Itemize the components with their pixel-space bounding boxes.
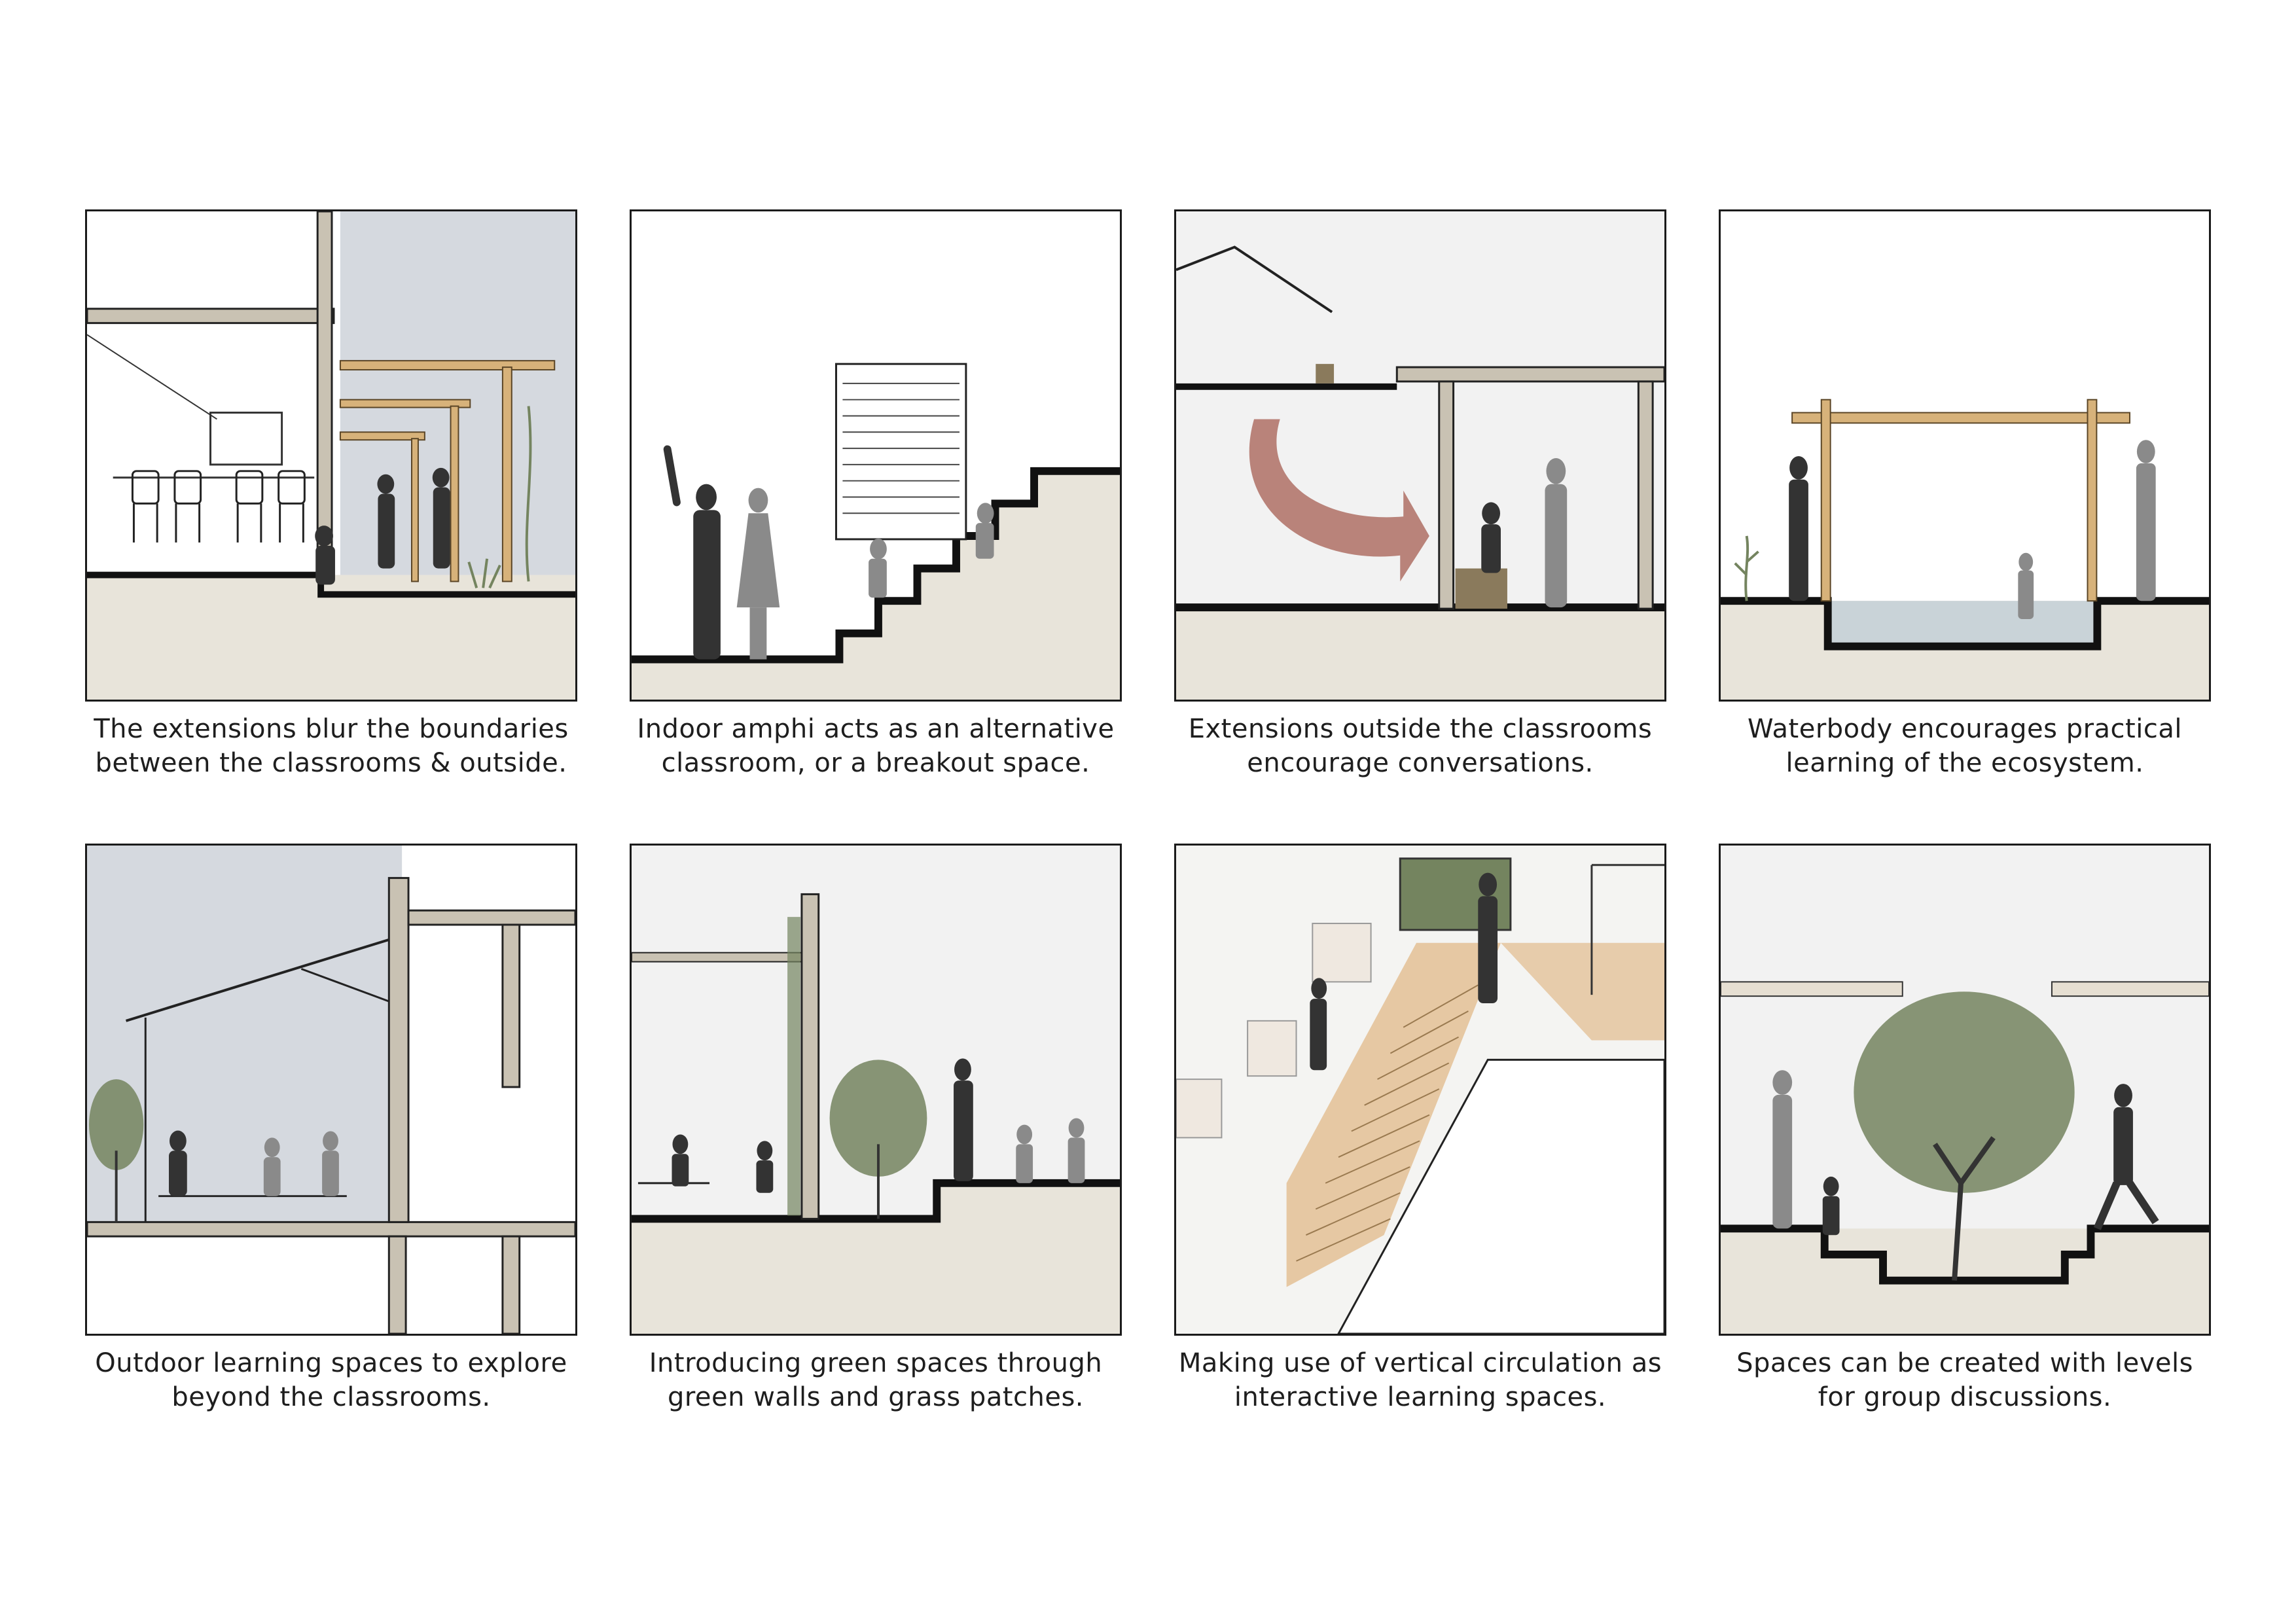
caption-extensions-outside: Extensions outside the classrooms encour… bbox=[1174, 712, 1666, 780]
caption-line-2: green walls and grass patches. bbox=[630, 1380, 1122, 1414]
caption-line-2: for group discussions. bbox=[1719, 1380, 2211, 1414]
slab bbox=[632, 953, 804, 962]
column-b bbox=[503, 925, 520, 1087]
person-right bbox=[2136, 440, 2156, 601]
floor-slab bbox=[87, 1222, 575, 1236]
caption-line-1: The extensions blur the boundaries bbox=[85, 712, 577, 746]
water-pool bbox=[1828, 601, 2098, 646]
caption-vertical-circulation: Making use of vertical circulation as in… bbox=[1174, 1346, 1666, 1414]
window bbox=[210, 413, 281, 465]
caption-line-1: Making use of vertical circulation as bbox=[1174, 1346, 1666, 1380]
slab-right bbox=[2052, 982, 2209, 996]
poster-1 bbox=[1312, 923, 1371, 982]
roof-slab bbox=[87, 309, 334, 323]
sketch-extensions-blur bbox=[87, 211, 575, 700]
caption-extensions-blur: The extensions blur the boundaries betwe… bbox=[85, 712, 577, 780]
ground bbox=[1176, 607, 1664, 700]
panel-group-discussions bbox=[1719, 844, 2211, 1336]
sketch-waterbody bbox=[1721, 211, 2209, 700]
upper-slab bbox=[408, 910, 575, 925]
screen-board bbox=[836, 364, 965, 539]
caption-line-2: beyond the classrooms. bbox=[85, 1380, 577, 1414]
column bbox=[317, 211, 332, 575]
caption-line-2: interactive learning spaces. bbox=[1174, 1380, 1666, 1414]
panel-extensions-outside bbox=[1174, 209, 1666, 702]
caption-line-2: classroom, or a breakout space. bbox=[630, 746, 1122, 780]
caption-line-1: Introducing green spaces through bbox=[630, 1346, 1122, 1380]
column-d bbox=[503, 1236, 520, 1334]
caption-waterbody: Waterbody encourages practical learning … bbox=[1719, 712, 2211, 780]
timber-frame bbox=[1792, 400, 2130, 601]
person-left bbox=[1789, 456, 1808, 601]
panel-waterbody bbox=[1719, 209, 2211, 702]
teacher bbox=[663, 445, 721, 660]
caption-group-discussions: Spaces can be created with levels for gr… bbox=[1719, 1346, 2211, 1414]
person-seated-dark bbox=[169, 1130, 187, 1196]
sketch-outdoor-learning bbox=[87, 846, 575, 1334]
plant-icon bbox=[1735, 536, 1759, 601]
caption-line-2: encourage conversations. bbox=[1174, 746, 1666, 780]
chairs bbox=[132, 471, 304, 543]
sketch-indoor-amphi bbox=[632, 211, 1120, 700]
sketch-extensions-outside bbox=[1176, 211, 1664, 700]
bench-block bbox=[1456, 569, 1507, 609]
panel-indoor-amphi bbox=[630, 209, 1122, 702]
panel-extensions-blur bbox=[85, 209, 577, 702]
caption-line-1: Spaces can be created with levels bbox=[1719, 1346, 2211, 1380]
student-standing bbox=[737, 488, 780, 660]
caption-line-2: between the classrooms & outside. bbox=[85, 746, 577, 780]
caption-line-1: Extensions outside the classrooms bbox=[1174, 712, 1666, 746]
panel-green-spaces bbox=[630, 844, 1122, 1336]
sketch-group-discussions bbox=[1721, 846, 2209, 1334]
sketch-vertical-circulation bbox=[1176, 846, 1664, 1334]
slab-left bbox=[1721, 982, 1903, 996]
column-a bbox=[389, 878, 408, 1222]
poster-2 bbox=[1247, 1021, 1296, 1076]
green-wall-column bbox=[802, 894, 819, 1219]
wall-left bbox=[1439, 382, 1454, 609]
caption-line-1: Waterbody encourages practical bbox=[1719, 712, 2211, 746]
roof-slab bbox=[1397, 367, 1664, 382]
sketch-green-spaces bbox=[632, 846, 1120, 1334]
caption-indoor-amphi: Indoor amphi acts as an alternative clas… bbox=[630, 712, 1122, 780]
caption-outdoor-learning: Outdoor learning spaces to explore beyon… bbox=[85, 1346, 577, 1414]
perspective-line bbox=[87, 334, 217, 419]
poster-3 bbox=[1176, 1079, 1221, 1137]
person-wading bbox=[2018, 553, 2034, 619]
caption-line-1: Indoor amphi acts as an alternative bbox=[630, 712, 1122, 746]
caption-line-2: learning of the ecosystem. bbox=[1719, 746, 2211, 780]
person-seated bbox=[1823, 1177, 1840, 1235]
parapet-block bbox=[1316, 364, 1334, 383]
caption-line-1: Outdoor learning spaces to explore bbox=[85, 1346, 577, 1380]
column-c bbox=[389, 1236, 406, 1334]
green-wall bbox=[787, 917, 800, 1215]
panel-vertical-circulation bbox=[1174, 844, 1666, 1336]
seated-person bbox=[1481, 502, 1501, 573]
caption-green-spaces: Introducing green spaces through green w… bbox=[630, 1346, 1122, 1414]
panel-outdoor-learning bbox=[85, 844, 577, 1336]
wall-right bbox=[1638, 382, 1653, 609]
sky-area bbox=[87, 846, 402, 1222]
